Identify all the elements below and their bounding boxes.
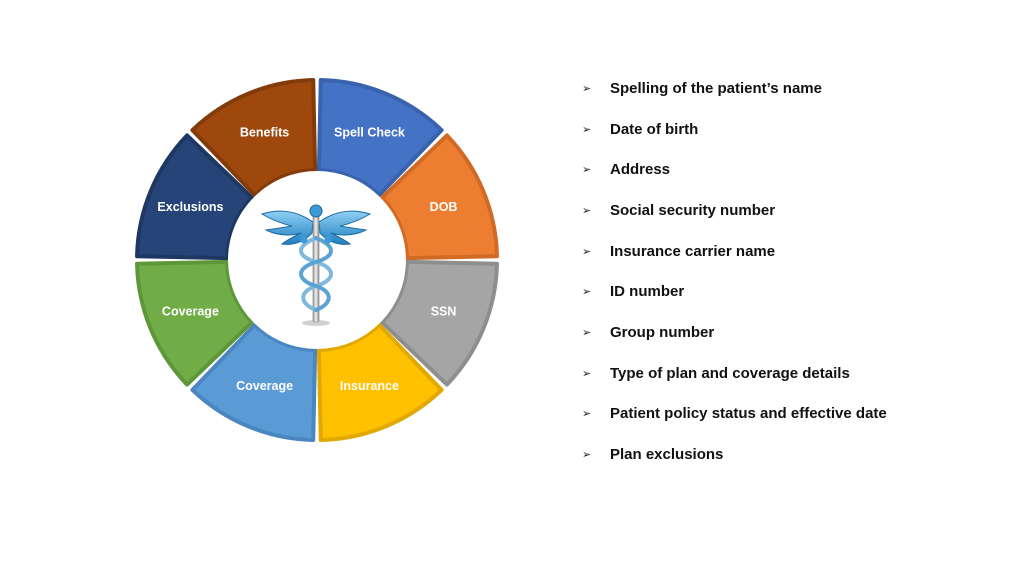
wheel-segment xyxy=(135,259,255,387)
list-item: ➢ Plan exclusions xyxy=(582,434,887,475)
list-item-text: Type of plan and coverage details xyxy=(610,364,850,382)
list-item: ➢ Patient policy status and effective da… xyxy=(582,394,887,435)
list-item: ➢ ID number xyxy=(582,271,887,312)
arrow-bullet-icon: ➢ xyxy=(582,407,592,421)
wheel-segment xyxy=(135,133,255,261)
arrow-bullet-icon: ➢ xyxy=(582,203,592,217)
wheel-segment-label: Benefits xyxy=(240,126,289,140)
verification-checklist: ➢ Spelling of the patient’s name ➢ Date … xyxy=(582,68,887,475)
wheel-segment xyxy=(190,322,318,442)
wheel-segments: Spell CheckDOBSSNInsuranceCoverageCovera… xyxy=(135,78,499,442)
wheel-segment xyxy=(379,133,499,261)
wheel-segment-label: Coverage xyxy=(162,305,219,319)
wheel-segment-label: Insurance xyxy=(340,379,399,393)
list-item-text: Group number xyxy=(610,323,715,341)
list-item-text: Insurance carrier name xyxy=(610,242,776,260)
arrow-bullet-icon: ➢ xyxy=(582,122,592,136)
arrow-bullet-icon: ➢ xyxy=(582,448,592,462)
wheel-segment-label: SSN xyxy=(431,305,457,319)
arrow-bullet-icon: ➢ xyxy=(582,285,592,299)
list-item: ➢ Spelling of the patient’s name xyxy=(582,68,887,109)
list-item: ➢ Address xyxy=(582,149,887,190)
arrow-bullet-icon: ➢ xyxy=(582,81,592,95)
list-item-text: Patient policy status and effective date xyxy=(610,405,887,423)
list-item-text: Date of birth xyxy=(610,120,699,138)
wheel-segment-label: Spell Check xyxy=(334,126,405,140)
list-item-text: ID number xyxy=(610,283,685,301)
list-item: ➢ Insurance carrier name xyxy=(582,231,887,272)
wheel-segment-label: DOB xyxy=(430,200,458,214)
arrow-bullet-icon: ➢ xyxy=(582,325,592,339)
wheel-segment-label: Coverage xyxy=(236,379,293,393)
arrow-bullet-icon: ➢ xyxy=(582,244,592,258)
arrow-bullet-icon: ➢ xyxy=(582,366,592,380)
list-item-text: Social security number xyxy=(610,201,776,219)
arrow-bullet-icon: ➢ xyxy=(582,163,592,177)
wheel-segment xyxy=(316,322,444,442)
list-item: ➢ Date of birth xyxy=(582,109,887,150)
list-item: ➢ Group number xyxy=(582,312,887,353)
wheel-segment xyxy=(379,259,499,387)
list-item-text: Spelling of the patient’s name xyxy=(610,79,822,97)
caduceus-icon xyxy=(260,204,372,326)
wheel-segment xyxy=(316,78,444,198)
list-item: ➢ Type of plan and coverage details xyxy=(582,353,887,394)
list-item: ➢ Social security number xyxy=(582,190,887,231)
list-item-text: Address xyxy=(610,161,671,179)
list-item-text: Plan exclusions xyxy=(610,446,724,464)
wheel-segment-label: Exclusions xyxy=(157,200,223,214)
wheel-segment xyxy=(190,78,318,198)
